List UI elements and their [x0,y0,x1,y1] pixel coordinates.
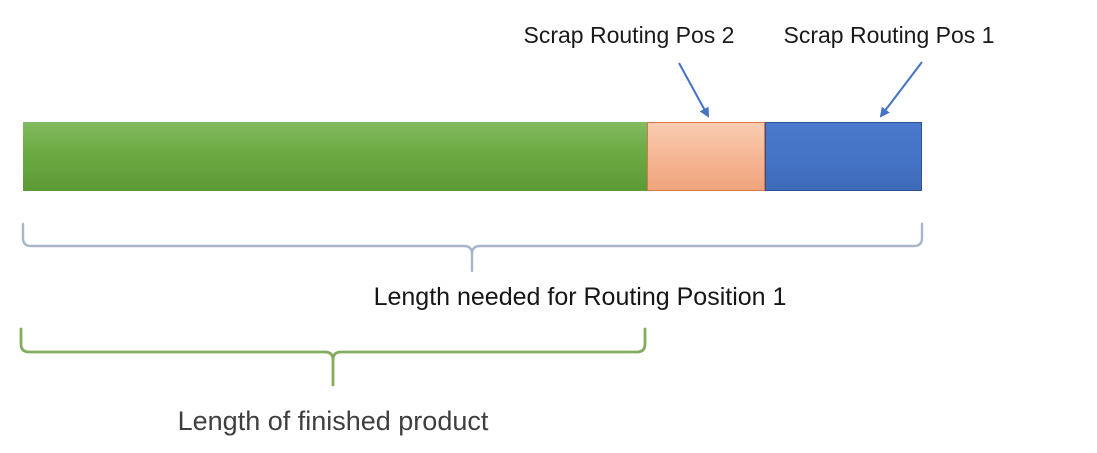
bracket-finished-product [19,327,647,387]
product-bar [23,122,922,191]
label-scrap-routing-pos-1: Scrap Routing Pos 1 [783,22,995,48]
arrow-to-scrap-pos-1-icon [879,61,923,118]
bracket-routing-position-1 [21,222,924,273]
segment-scrap-routing-pos-2 [647,122,765,191]
label-scrap-routing-pos-2: Scrap Routing Pos 2 [523,22,735,48]
segment-finished-product [23,122,647,191]
label-finished-product-length: Length of finished product [177,406,489,436]
label-routing-position-1-length: Length needed for Routing Position 1 [373,283,787,311]
segment-scrap-routing-pos-1 [765,122,922,191]
arrow-to-scrap-pos-2-icon [678,62,709,118]
